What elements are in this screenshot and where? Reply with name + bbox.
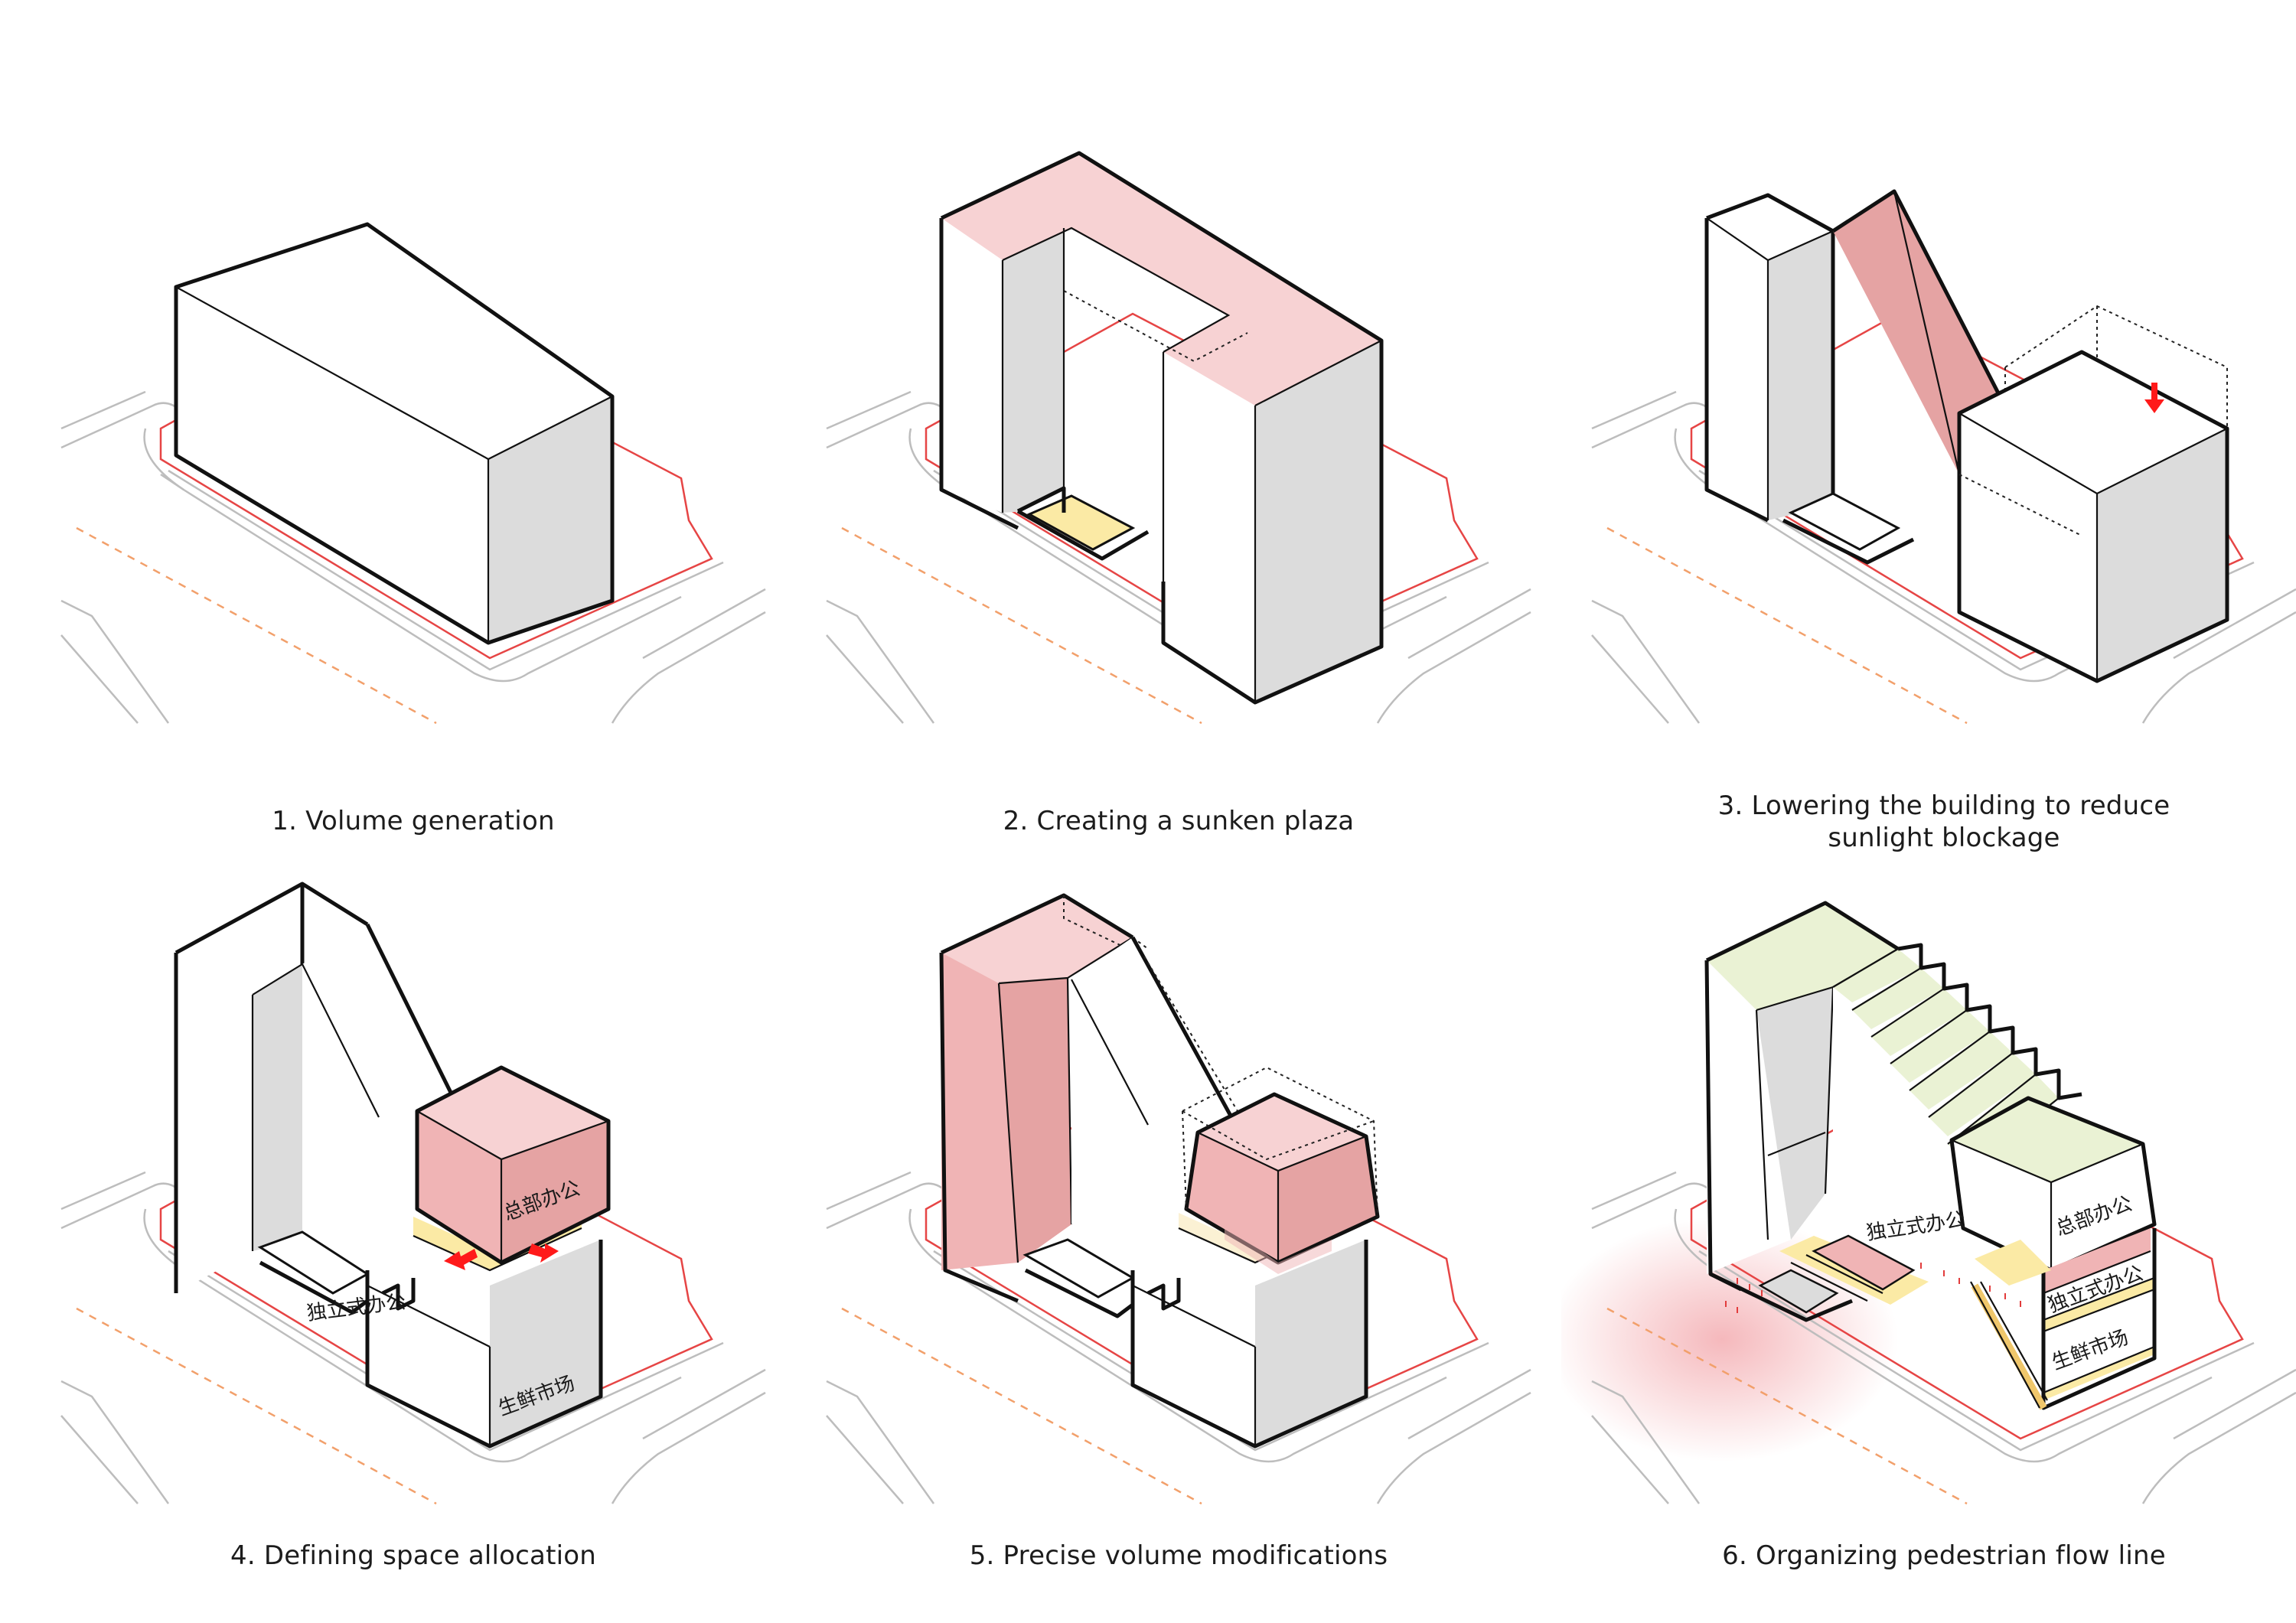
caption-3: 3. Lowering the building to reduce sunli… — [1717, 790, 2170, 853]
setback-line — [76, 1307, 437, 1505]
caption-5: 5. Precise volume modifications — [969, 1540, 1388, 1571]
panel-3: 3. Lowering the building to reduce sunli… — [1561, 31, 2296, 853]
panel-5-diagram — [826, 893, 1531, 1505]
site-context — [1561, 1093, 2296, 1505]
setback-line — [1606, 1307, 1968, 1505]
final-building: 独立式办公 总部办公 独立式办公 生鲜市场 — [1704, 901, 2157, 1410]
modified-building — [939, 893, 1380, 1449]
panel-3-diagram — [1591, 189, 2296, 725]
down-arrow-icon — [2144, 383, 2164, 413]
panel-4: 独立式办公 总部办公 生鲜市场 4. Defining space alloca… — [31, 811, 796, 1622]
panel-1-diagram — [60, 222, 766, 725]
sunken-plaza-building — [939, 151, 1384, 705]
caption-4: 4. Defining space allocation — [230, 1540, 597, 1571]
caption-1: 1. Volume generation — [272, 806, 555, 836]
label-independent-office: 独立式办公 — [1865, 1208, 1967, 1245]
setback-line — [76, 526, 437, 725]
setback-line — [1606, 526, 1968, 725]
panel-5: 5. Precise volume modifications — [796, 811, 1561, 1622]
setback-line — [841, 1307, 1202, 1505]
volume-box — [174, 222, 615, 645]
arrow-icon-left — [444, 1249, 478, 1270]
panel-6-diagram: 独立式办公 总部办公 独立式办公 生鲜市场 — [1561, 901, 2296, 1505]
panel-2-diagram — [826, 151, 1531, 725]
caption-2: 2. Creating a sunken plaza — [1003, 806, 1355, 836]
panel-6: 独立式办公 总部办公 独立式办公 生鲜市场 6. Organizing pede… — [1561, 811, 2296, 1622]
panel-4-diagram: 独立式办公 总部办公 生鲜市场 — [60, 882, 766, 1505]
caption-6: 6. Organizing pedestrian flow line — [1722, 1540, 2166, 1571]
pedestrian-glow — [1561, 1217, 1898, 1462]
arrow-icon-right — [528, 1243, 559, 1263]
setback-line — [841, 526, 1202, 725]
panel-1: 1. Volume generation — [31, 31, 796, 842]
allocation-building: 独立式办公 总部办公 生鲜市场 — [174, 882, 611, 1449]
lowered-building — [1704, 189, 2229, 683]
panel-2: 2. Creating a sunken plaza — [796, 31, 1561, 842]
flow-marks — [1725, 1263, 2021, 1313]
